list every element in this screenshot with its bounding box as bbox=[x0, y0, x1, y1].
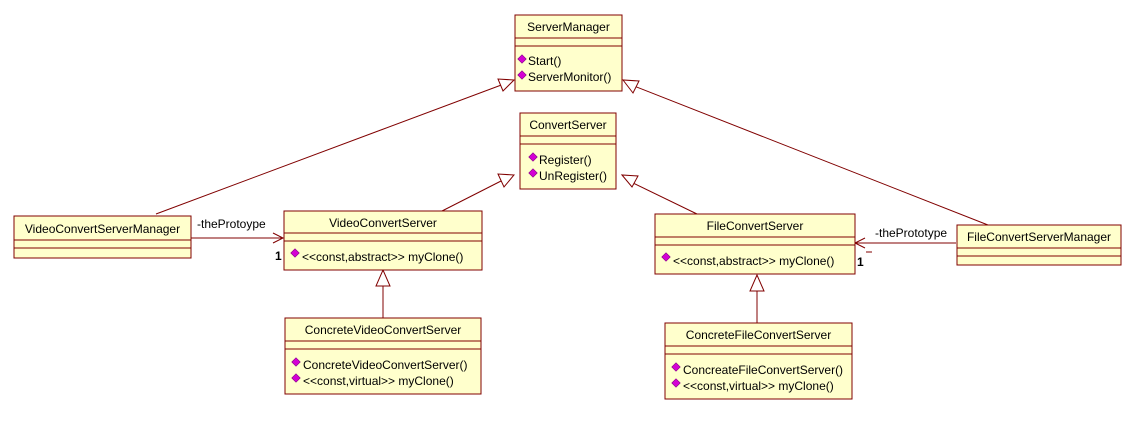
class-name: FileConvertServerManager bbox=[967, 230, 1111, 244]
operation: UnRegister() bbox=[539, 169, 607, 183]
operation: ServerMonitor() bbox=[528, 70, 611, 84]
operation-icon bbox=[671, 362, 681, 372]
generalization-arrowhead bbox=[620, 174, 639, 188]
class-file-convert-server[interactable]: FileConvertServer <<const,abstract>> myC… bbox=[654, 213, 856, 275]
class-name: FileConvertServer bbox=[707, 219, 804, 233]
operation-icon bbox=[291, 357, 301, 367]
association-edges: -theProtoype 1 -thePrototype 1 bbox=[191, 217, 956, 269]
operation-icon bbox=[661, 252, 671, 262]
edge-file-server-to-convert-server bbox=[632, 182, 698, 215]
class-name: ServerManager bbox=[527, 20, 610, 34]
association-arrowhead bbox=[272, 232, 285, 244]
edge-video-manager-to-server-manager bbox=[155, 83, 505, 215]
generalization-arrowhead bbox=[621, 79, 640, 94]
association-role-label: -thePrototype bbox=[875, 226, 947, 240]
class-video-convert-server-manager[interactable]: VideoConvertServerManager bbox=[13, 215, 192, 259]
operation-icon bbox=[517, 54, 527, 64]
generalization-arrowhead bbox=[375, 268, 391, 287]
operation: ConcreateFileConvertServer() bbox=[683, 363, 843, 377]
class-name: ConcreteFileConvertServer bbox=[686, 328, 831, 342]
class-convert-server[interactable]: ConvertServer Register() UnRegister() bbox=[519, 112, 617, 190]
class-video-convert-server[interactable]: VideoConvertServer <<const,abstract>> my… bbox=[283, 210, 483, 271]
class-name: VideoConvertServerManager bbox=[25, 222, 180, 236]
operation: <<const,virtual>> myClone() bbox=[683, 379, 834, 393]
generalization-arrowhead bbox=[497, 78, 516, 92]
association-role-label: -theProtoype bbox=[197, 217, 266, 231]
generalization-arrowhead bbox=[497, 173, 516, 188]
operation-icon bbox=[528, 152, 538, 162]
operation-icon bbox=[291, 373, 301, 383]
association-multiplicity: 1 bbox=[275, 249, 282, 263]
association-multiplicity: 1 bbox=[857, 255, 864, 269]
operation-icon bbox=[290, 248, 300, 258]
operation: ConcreteVideoConvertServer() bbox=[303, 358, 468, 372]
class-server-manager[interactable]: ServerManager Start() ServerMonitor() bbox=[514, 14, 623, 92]
operation-icon bbox=[528, 168, 538, 178]
class-name: VideoConvertServer bbox=[329, 216, 437, 230]
edge-video-server-to-convert-server bbox=[441, 179, 504, 212]
class-name: ConvertServer bbox=[529, 118, 606, 132]
edge-file-manager-to-server-manager bbox=[633, 85, 989, 226]
class-file-convert-server-manager[interactable]: FileConvertServerManager bbox=[956, 224, 1122, 266]
class-concrete-video-convert-server[interactable]: ConcreteVideoConvertServer ConcreteVideo… bbox=[284, 317, 482, 395]
class-concrete-file-convert-server[interactable]: ConcreteFileConvertServer ConcreateFileC… bbox=[664, 322, 853, 400]
class-name: ConcreteVideoConvertServer bbox=[305, 323, 462, 337]
operation-icon bbox=[671, 378, 681, 388]
operation: <<const,abstract>> myClone() bbox=[673, 254, 834, 268]
operation: <<const,abstract>> myClone() bbox=[302, 250, 463, 264]
operation: Register() bbox=[539, 153, 592, 167]
generalization-arrowhead bbox=[749, 273, 765, 292]
operation-icon bbox=[517, 70, 527, 80]
generalization-edges bbox=[155, 78, 989, 323]
operation: Start() bbox=[528, 54, 561, 68]
operation: <<const,virtual>> myClone() bbox=[303, 374, 454, 388]
